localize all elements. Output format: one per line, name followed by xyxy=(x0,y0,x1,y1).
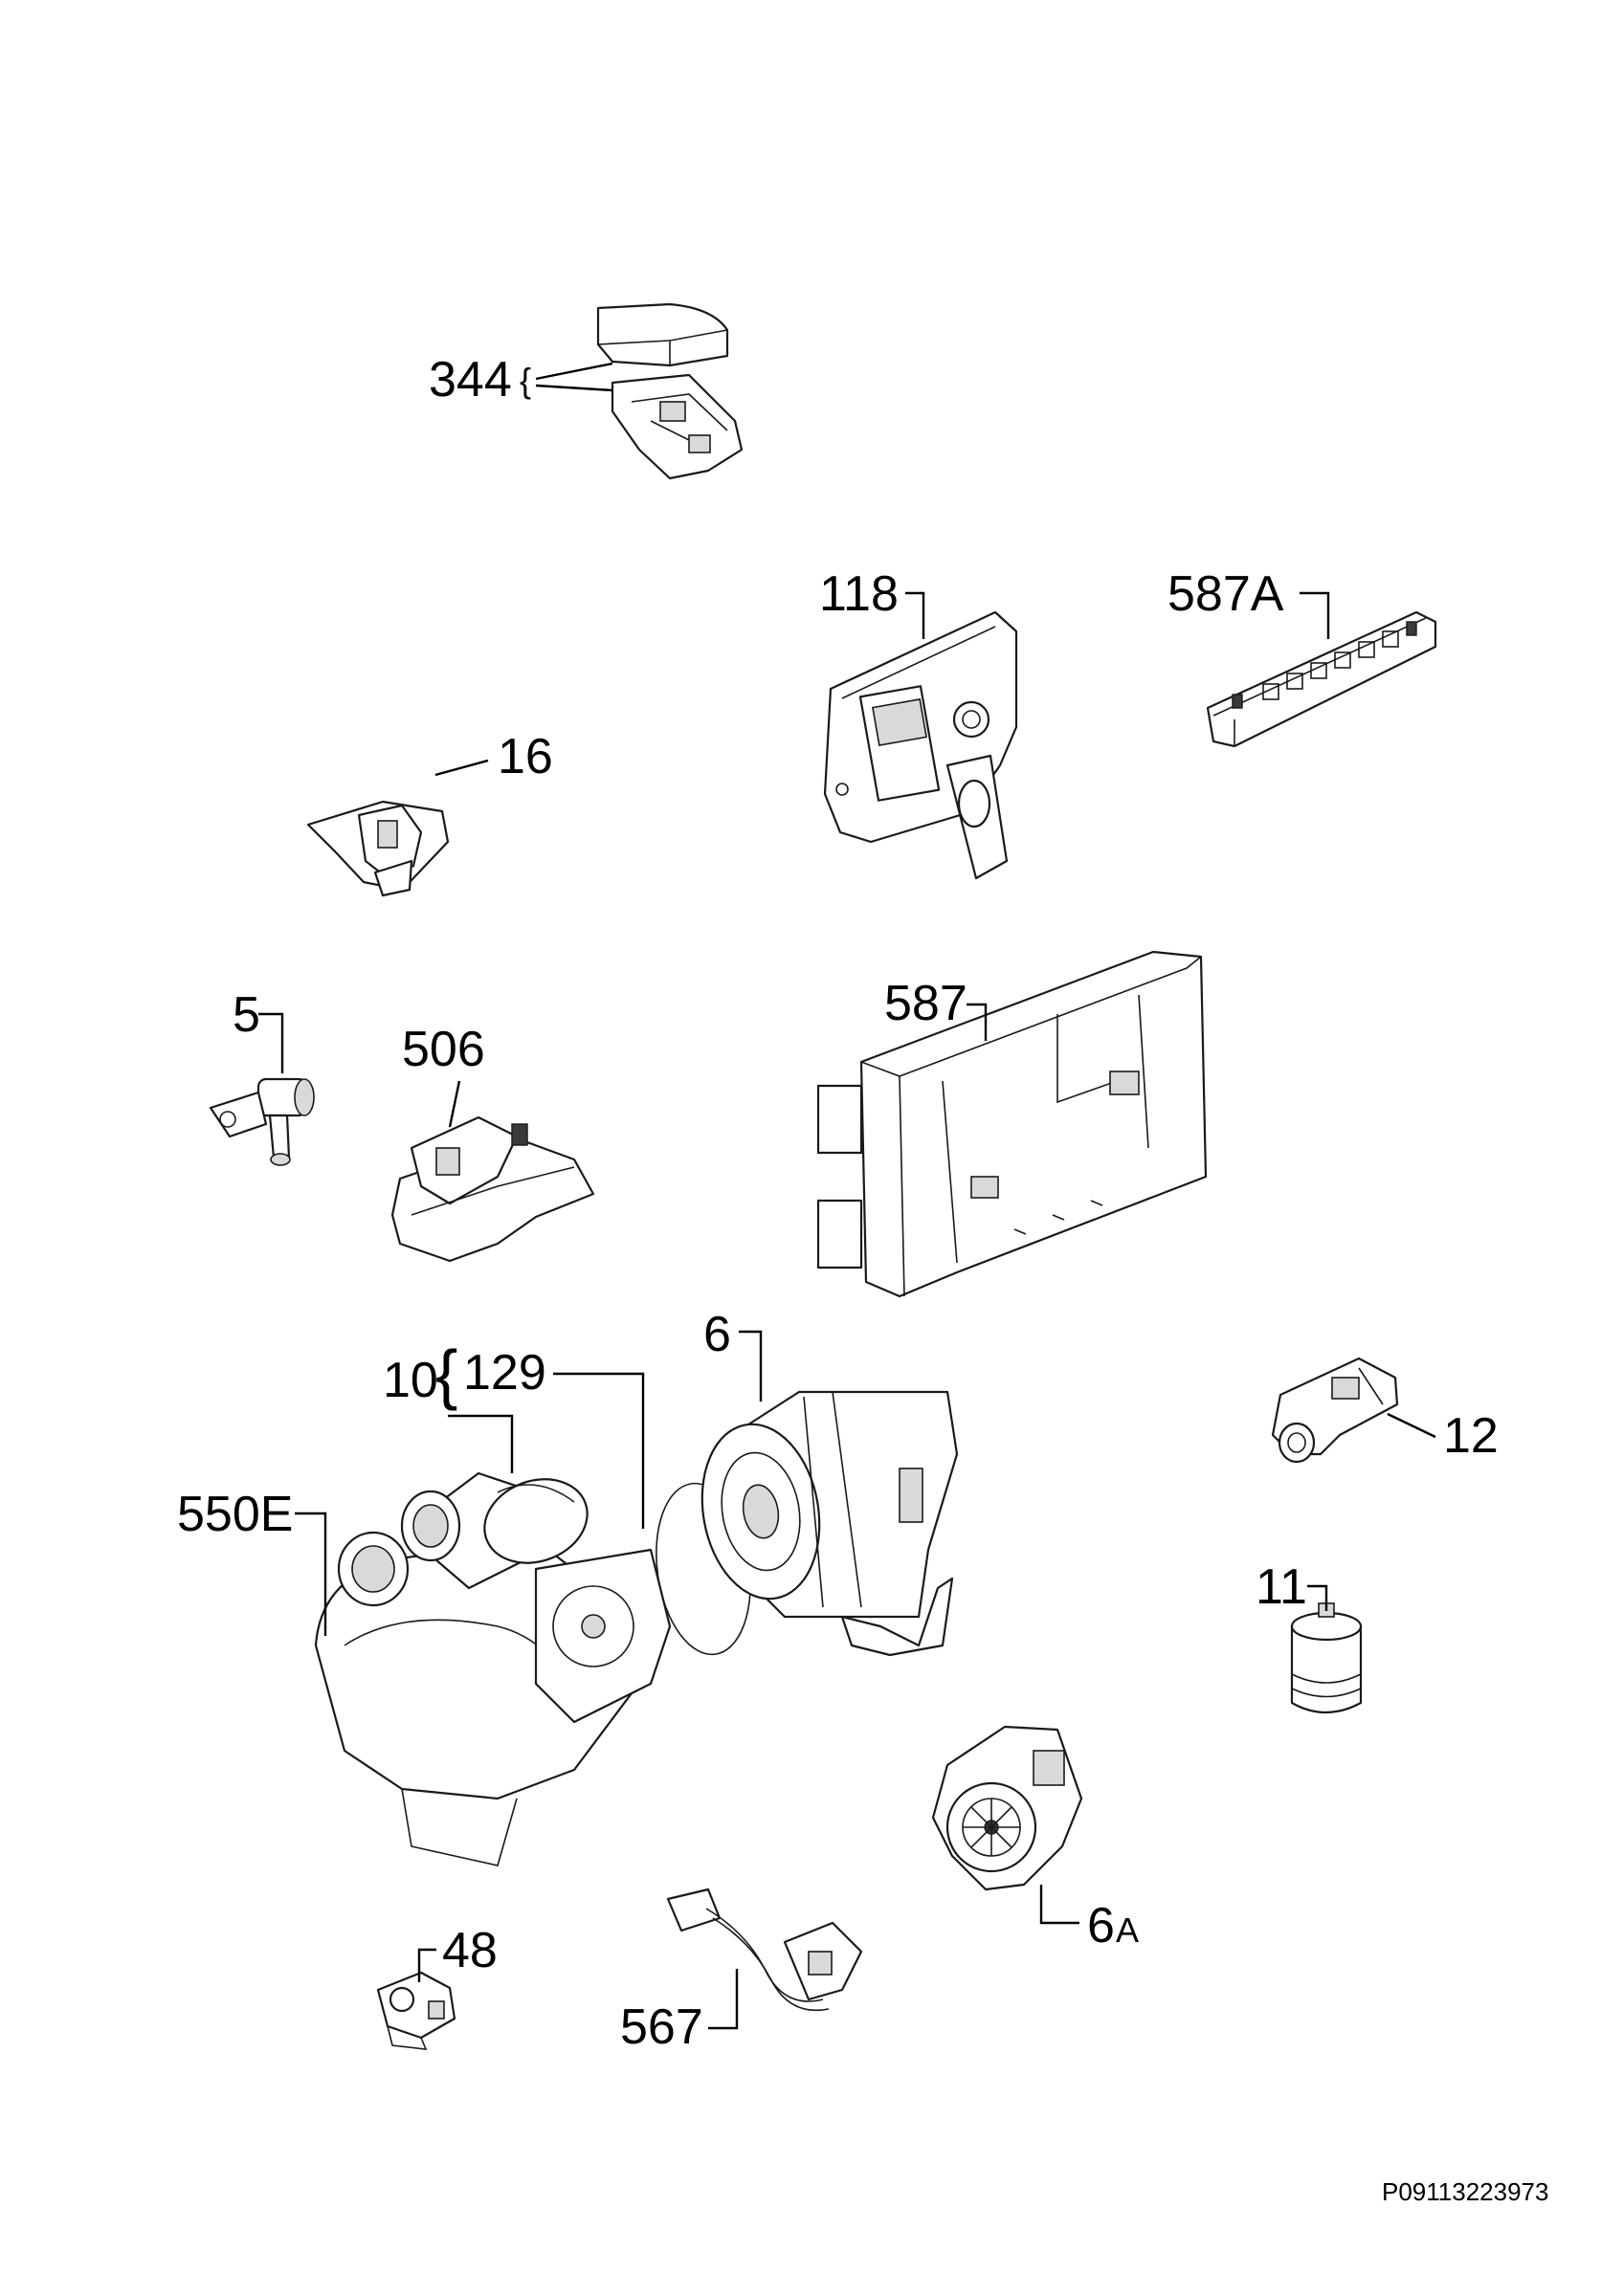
part-label-10: 10 xyxy=(383,1353,438,1408)
callout-567: 567 xyxy=(620,1969,739,2055)
part-label-6: 6 xyxy=(703,1307,731,1362)
part-label-6A-suffix: A xyxy=(1116,1910,1139,1950)
part-6A-drawing xyxy=(931,1725,1083,1891)
callout-506: 506 xyxy=(402,1022,485,1128)
part-label-587A: 587A xyxy=(1167,566,1284,622)
part-506-drawing xyxy=(390,1115,595,1263)
part-587-drawing xyxy=(816,950,1208,1298)
callout-6A: 6 A xyxy=(1039,1885,1139,1954)
part-118-drawing xyxy=(823,610,1018,880)
part-567-drawing xyxy=(666,1888,863,2011)
part-11-drawing xyxy=(1290,1602,1363,1713)
part-label-587: 587 xyxy=(884,976,967,1031)
callout-587: 587 xyxy=(884,976,988,1041)
part-label-129: 129 xyxy=(463,1345,546,1401)
callout-118: 118 xyxy=(819,566,925,639)
callout-16: 16 xyxy=(434,729,553,784)
part-5-drawing xyxy=(209,1077,315,1166)
part-129-drawing xyxy=(483,1478,751,1724)
part-550E-drawing xyxy=(314,1471,634,1866)
part-label-12: 12 xyxy=(1443,1408,1499,1464)
part-label-550E: 550E xyxy=(177,1487,293,1542)
callout-12: 12 xyxy=(1387,1408,1499,1464)
part-48-drawing xyxy=(376,1971,456,2050)
part-label-5: 5 xyxy=(233,987,260,1043)
callout-10-129: 10 { 129 xyxy=(383,1336,645,1529)
part-label-48: 48 xyxy=(442,1923,498,1978)
callout-5: 5 xyxy=(233,987,284,1073)
callout-48: 48 xyxy=(417,1923,498,1982)
callout-11: 11 xyxy=(1256,1559,1328,1615)
diagram-reference-code: P09113223973 xyxy=(1382,2177,1548,2206)
brace-344: { xyxy=(520,361,531,400)
callout-550E: 550E xyxy=(177,1487,327,1636)
part-label-11: 11 xyxy=(1256,1559,1307,1615)
callout-587A: 587A xyxy=(1167,566,1330,639)
callout-344: 344 { xyxy=(429,352,613,408)
part-label-506: 506 xyxy=(402,1022,485,1077)
part-label-567: 567 xyxy=(620,1999,703,2055)
part-6-drawing xyxy=(700,1390,959,1657)
part-label-118: 118 xyxy=(819,566,899,622)
part-label-6A-number: 6 xyxy=(1087,1898,1115,1954)
part-16-drawing xyxy=(306,800,450,897)
part-label-344: 344 xyxy=(429,352,512,408)
part-344-drawing xyxy=(596,302,744,480)
part-12-drawing xyxy=(1271,1357,1399,1464)
brace-10: { xyxy=(435,1336,457,1411)
callout-6: 6 xyxy=(703,1307,763,1402)
part-label-16: 16 xyxy=(498,729,553,784)
part-587A-drawing xyxy=(1206,610,1437,748)
